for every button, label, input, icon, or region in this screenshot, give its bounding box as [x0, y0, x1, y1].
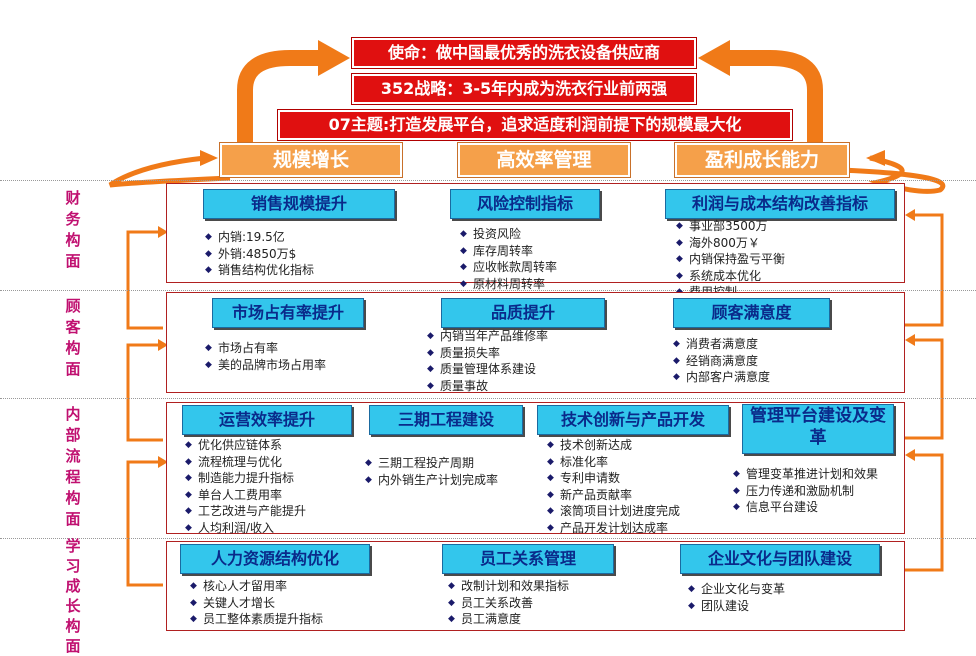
- list-item: 内销保持盈亏平衡: [676, 251, 785, 268]
- list-item: 内外销生产计划完成率: [365, 472, 498, 489]
- customer-list-market-share: 市场占有率 美的品牌市场占用率: [205, 340, 326, 373]
- list-item: 人均利润/收入: [185, 520, 306, 537]
- learning-list-culture-team: 企业文化与变革 团队建设: [688, 581, 785, 614]
- list-item: 单台人工费用率: [185, 487, 306, 504]
- learning-title-employee-relations: 员工关系管理: [442, 544, 614, 574]
- finance-title-profit-cost: 利润与成本结构改善指标: [665, 189, 895, 219]
- customer-title-quality: 品质提升: [441, 298, 605, 328]
- list-item: 改制计划和效果指标: [448, 578, 569, 595]
- learning-title-hr-structure: 人力资源结构优化: [180, 544, 370, 574]
- list-item: 标准化率: [547, 454, 680, 471]
- list-item: 流程梳理与优化: [185, 454, 306, 471]
- customer-title-market-share: 市场占有率提升: [212, 298, 364, 328]
- learning-growth-perspective-label: 学习成长构面: [65, 537, 81, 655]
- left-up-arrowhead: [318, 40, 350, 76]
- divider: [0, 538, 976, 539]
- list-item: 事业部3500万: [676, 218, 785, 235]
- list-item: 三期工程投产周期: [365, 455, 498, 472]
- list-item: 应收帐款周转率: [460, 259, 557, 276]
- right-up-arrowhead: [698, 40, 730, 76]
- list-item: 专利申请数: [547, 470, 680, 487]
- finance-list-risk-control: 投资风险 库存周转率 应收帐款周转率 原材料周转率: [460, 226, 557, 292]
- list-item: 内销当年产品维修率: [427, 328, 548, 345]
- list-item: 员工满意度: [448, 611, 569, 628]
- list-item: 美的品牌市场占用率: [205, 357, 326, 374]
- list-item: 销售结构优化指标: [205, 262, 314, 279]
- list-item: 滚筒项目计划进度完成: [547, 503, 680, 520]
- list-item: 关键人才增长: [190, 595, 323, 612]
- list-item: 团队建设: [688, 598, 785, 615]
- list-item: 优化供应链体系: [185, 437, 306, 454]
- list-item: 原材料周转率: [460, 276, 557, 293]
- strategy-banner: 352战略：3-5年内成为洗衣行业前两强: [352, 74, 696, 104]
- pillar-efficiency: 高效率管理: [458, 143, 630, 177]
- learning-list-hr-structure: 核心人才留用率 关键人才增长 员工整体素质提升指标: [190, 578, 323, 628]
- list-item: 投资风险: [460, 226, 557, 243]
- finance-title-sales-scale: 销售规模提升: [203, 189, 395, 219]
- internal-list-operations: 优化供应链体系 流程梳理与优化 制造能力提升指标 单台人工费用率 工艺改进与产能…: [185, 437, 306, 536]
- list-item: 经销商满意度: [673, 353, 770, 370]
- left-up-arrow: [237, 50, 318, 148]
- list-item: 外销:4850万$: [205, 246, 314, 263]
- list-item: 库存周转率: [460, 243, 557, 260]
- list-item: 消费者满意度: [673, 336, 770, 353]
- list-item: 产品开发计划达成率: [547, 520, 680, 537]
- list-item: 系统成本优化: [676, 268, 785, 285]
- divider: [0, 180, 976, 181]
- internal-list-innovation: 技术创新达成 标准化率 专利申请数 新产品贡献率 滚筒项目计划进度完成 产品开发…: [547, 437, 680, 536]
- list-item: 技术创新达成: [547, 437, 680, 454]
- list-item: 质量损失率: [427, 345, 548, 362]
- finance-list-sales-scale: 内销:19.5亿 外销:4850万$ 销售结构优化指标: [205, 229, 314, 279]
- list-item: 质量事故: [427, 378, 548, 395]
- theme-banner: 07主题:打造发展平台，追求适度利润前提下的规模最大化: [278, 110, 792, 140]
- list-item: 企业文化与变革: [688, 581, 785, 598]
- internal-list-phase3: 三期工程投产周期 内外销生产计划完成率: [365, 455, 498, 488]
- finance-perspective-label: 财务构面: [65, 189, 81, 270]
- list-item: 员工关系改善: [448, 595, 569, 612]
- pillar-profit-growth: 盈利成长能力: [675, 143, 849, 177]
- list-item: 信息平台建设: [733, 499, 878, 516]
- list-item: 制造能力提升指标: [185, 470, 306, 487]
- customer-title-satisfaction: 顾客满意度: [673, 298, 830, 328]
- list-item: 核心人才留用率: [190, 578, 323, 595]
- finance-title-risk-control: 风险控制指标: [450, 189, 600, 219]
- list-item: 工艺改进与产能提升: [185, 503, 306, 520]
- internal-title-operations: 运营效率提升: [182, 405, 352, 435]
- list-item: 市场占有率: [205, 340, 326, 357]
- mission-banner: 使命：做中国最优秀的洗衣设备供应商: [352, 38, 696, 68]
- list-item: 压力传递和激励机制: [733, 483, 878, 500]
- finance-list-profit-cost: 事业部3500万 海外800万￥ 内销保持盈亏平衡 系统成本优化 费用控制: [676, 218, 785, 301]
- internal-title-phase3: 三期工程建设: [369, 405, 523, 435]
- right-up-arrow: [730, 50, 823, 148]
- internal-process-perspective-label: 内部流程构面: [65, 405, 81, 528]
- customer-list-satisfaction: 消费者满意度 经销商满意度 内部客户满意度: [673, 336, 770, 386]
- divider: [0, 398, 976, 399]
- list-item: 管理变革推进计划和效果: [733, 466, 878, 483]
- internal-title-innovation: 技术创新与产品开发: [537, 405, 729, 435]
- learning-title-culture-team: 企业文化与团队建设: [680, 544, 880, 574]
- list-item: 新产品贡献率: [547, 487, 680, 504]
- customer-list-quality: 内销当年产品维修率 质量损失率 质量管理体系建设 质量事故: [427, 328, 548, 394]
- customer-perspective-label: 顾客构面: [65, 297, 81, 378]
- internal-title-management-platform: 管理平台建设及变革: [742, 404, 894, 454]
- list-item: 员工整体素质提升指标: [190, 611, 323, 628]
- list-item: 质量管理体系建设: [427, 361, 548, 378]
- pillar-scale-growth: 规模增长: [220, 143, 402, 177]
- internal-list-management-platform: 管理变革推进计划和效果 压力传递和激励机制 信息平台建设: [733, 466, 878, 516]
- right-loop-arrow: [839, 155, 946, 194]
- list-item: 内销:19.5亿: [205, 229, 314, 246]
- list-item: 内部客户满意度: [673, 369, 770, 386]
- list-item: 海外800万￥: [676, 235, 785, 252]
- learning-list-employee-relations: 改制计划和效果指标 员工关系改善 员工满意度: [448, 578, 569, 628]
